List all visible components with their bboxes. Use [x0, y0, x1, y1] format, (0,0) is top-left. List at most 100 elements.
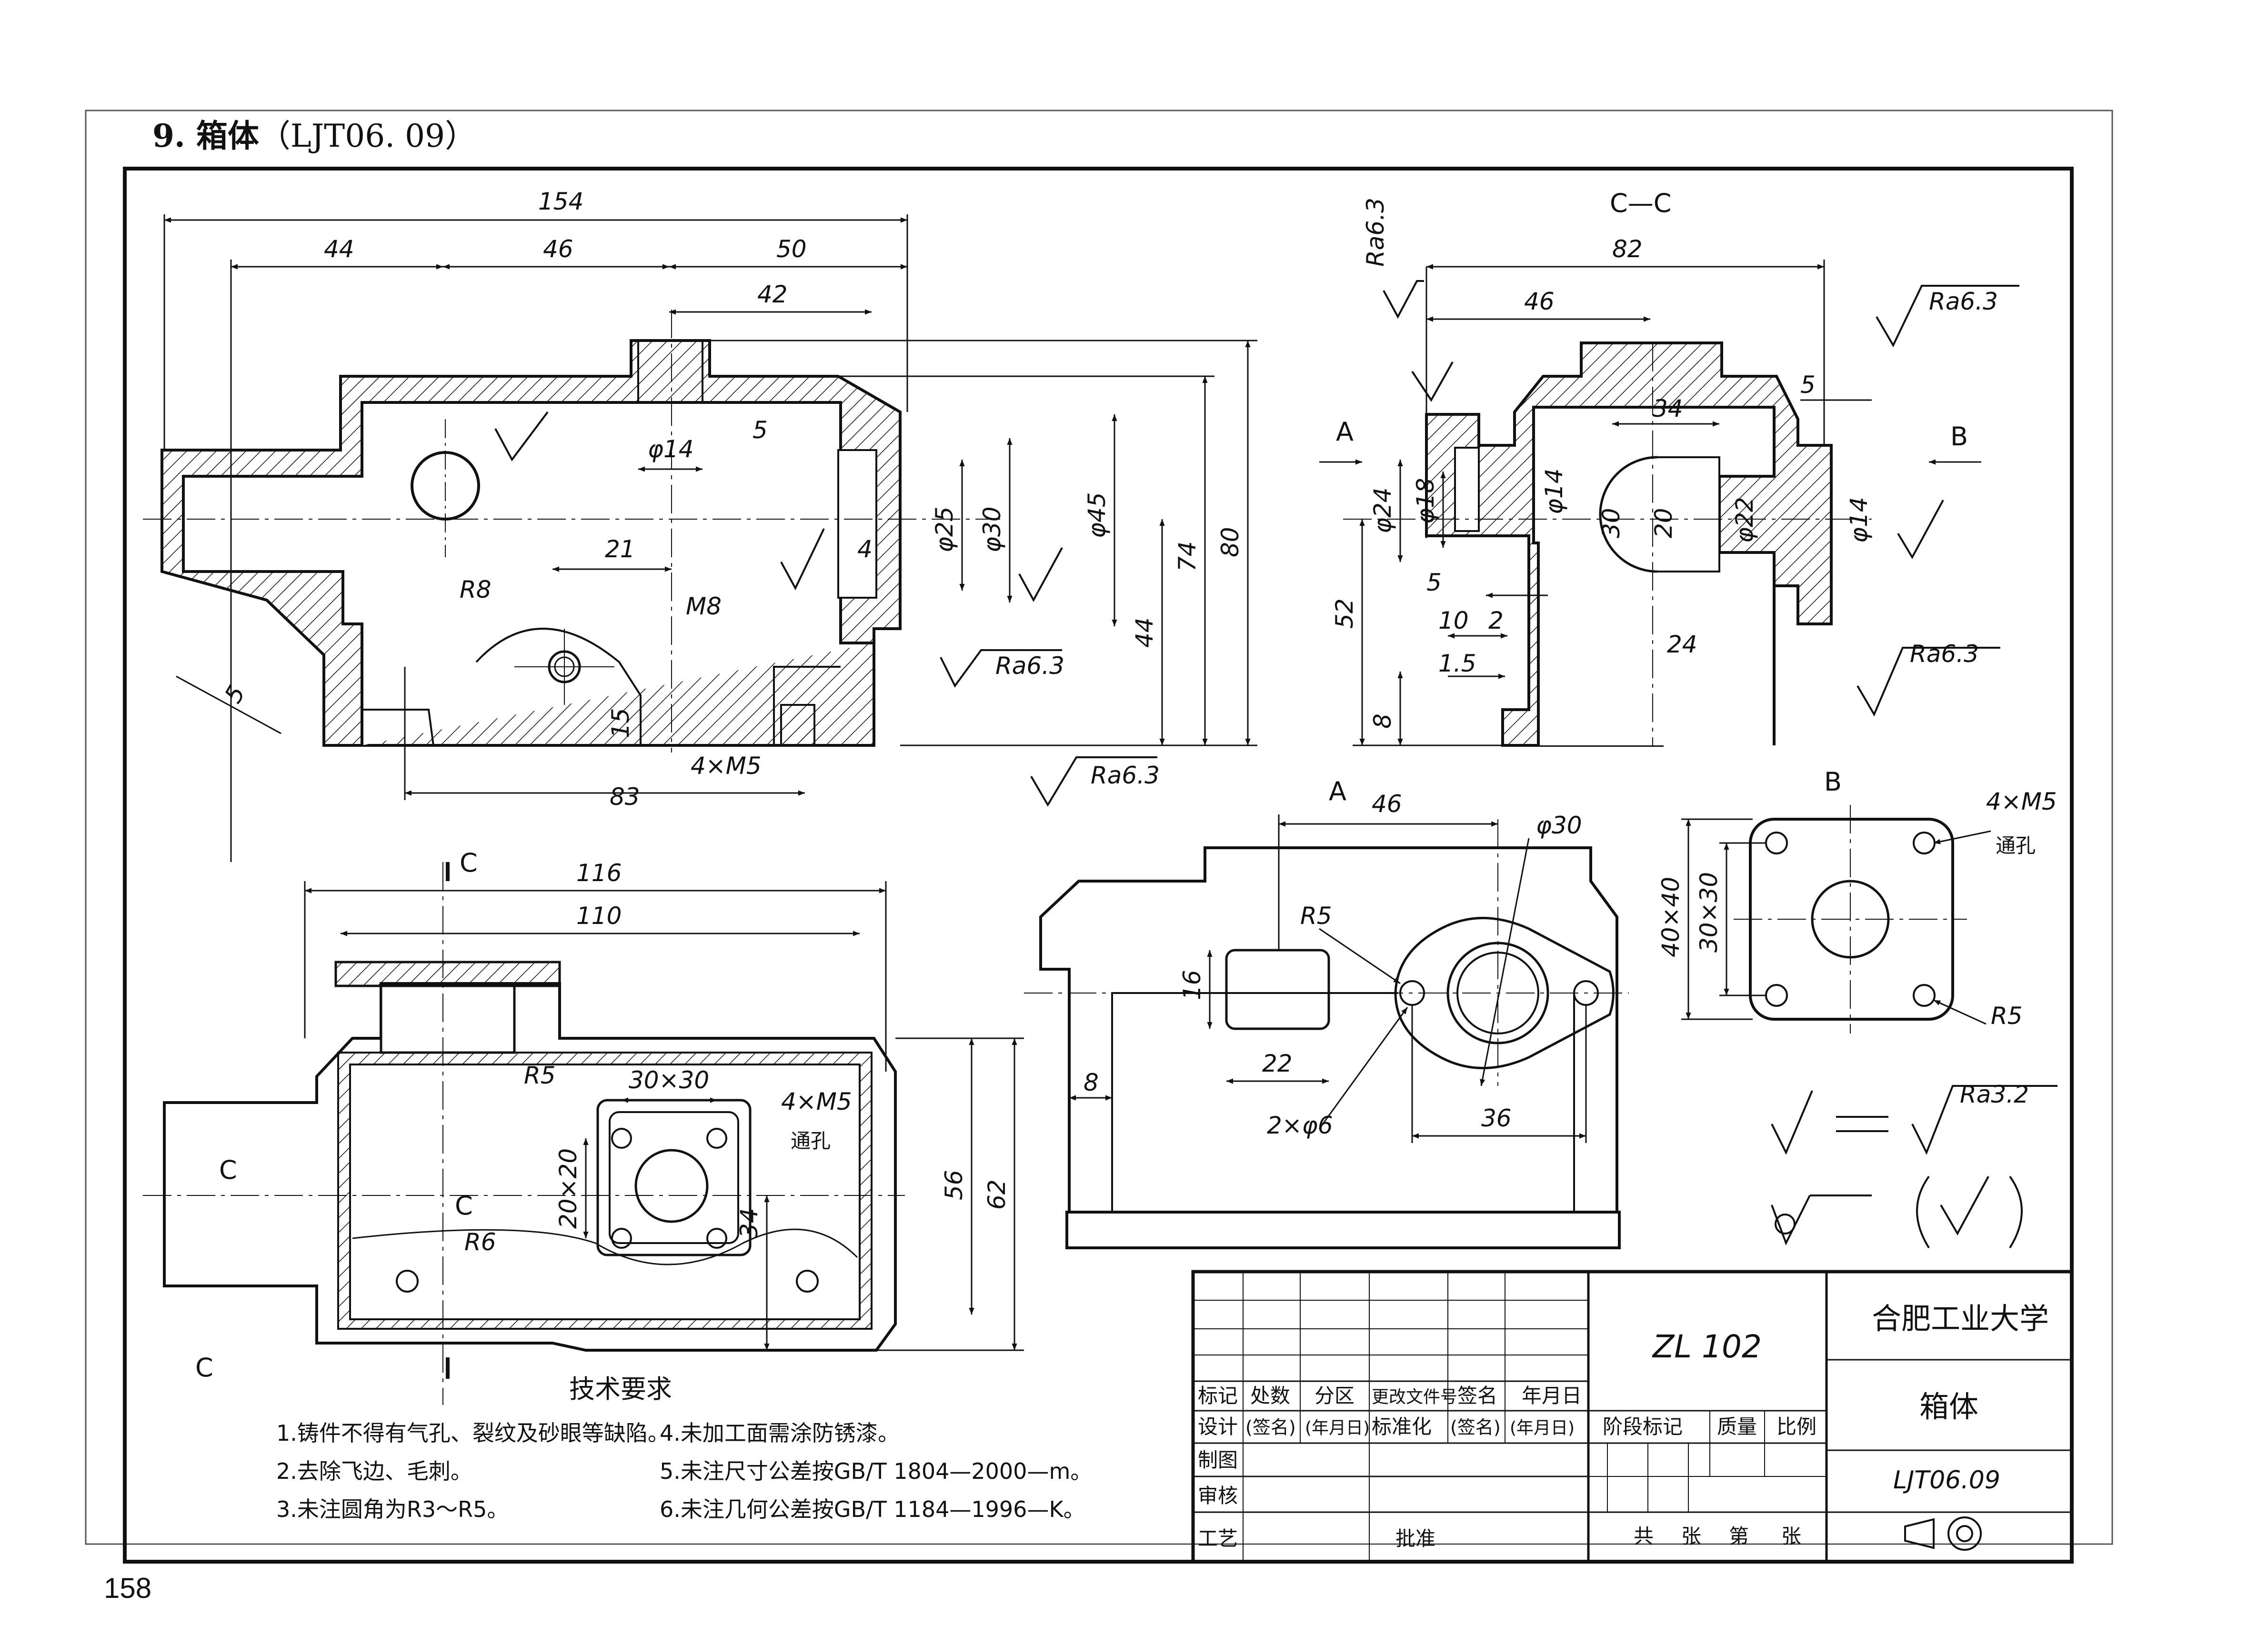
tb-cell: 审核 [1198, 1484, 1238, 1507]
view-a-flange [1394, 917, 1615, 1069]
tb-cell: 质量 [1717, 1415, 1757, 1438]
dimension: 42 [757, 281, 788, 308]
section-label: C [219, 1155, 237, 1185]
dimension: 46 [1524, 288, 1555, 315]
tb-cell: (签名) [1450, 1417, 1501, 1438]
section-label: C [455, 1191, 473, 1221]
dimension: 80 [1216, 527, 1244, 557]
tb-cell: 共 [1634, 1525, 1654, 1548]
dimension: 30×30 [629, 1066, 709, 1094]
dimension: 5 [1800, 371, 1816, 399]
title-block-texts: ZL 102 合肥工业大学 箱体 LJT06.09 标记 处数 分区 更改文件号… [1198, 1301, 2049, 1550]
dimension: 30×30 [1695, 872, 1723, 953]
view-a [1024, 819, 1629, 1249]
section-cc-view [1343, 341, 1872, 747]
tb-cell: 第 [1729, 1525, 1749, 1548]
dimension: 15 [607, 708, 634, 738]
dimension: 2×φ6 [1267, 1112, 1333, 1139]
view-a-dimension-lines [1069, 814, 1587, 1143]
tb-cell: 张 [1781, 1525, 1801, 1548]
roughness-labels: Ra6.3 Ra6.3 Ra6.3 Ra6.3 Ra6.3 Ra3.2 [995, 198, 2029, 1108]
dimension: 116 [576, 859, 622, 887]
top-dimension-texts: 116 110 R5 30×30 4×M5 通孔 20×20 34 56 62 … [195, 848, 1011, 1383]
roughness-symbols [494, 280, 2057, 1249]
dimension: φ14 [648, 435, 694, 463]
section-arrow-label: A [1336, 417, 1354, 447]
dimension: φ22 [1731, 497, 1758, 543]
tb-cell: 设计 [1198, 1415, 1238, 1438]
dimension: 20 [1650, 508, 1677, 538]
tech-heading: 技术要求 [569, 1374, 672, 1404]
dimension: 4×M5 [1986, 788, 2057, 815]
dimension: 110 [576, 902, 622, 930]
dimension: 5 [1426, 569, 1442, 596]
part-name: 箱体 [1919, 1389, 1978, 1424]
drawing-border [123, 167, 2074, 1564]
view-a-outline [1039, 846, 1618, 1214]
tb-cell: 标准化 [1372, 1415, 1432, 1438]
section-label: C—C [1610, 188, 1671, 218]
tech-item: 6.未注几何公差按GB/T 1184—1996—K。 [660, 1496, 1085, 1522]
tech-item: 3.未注圆角为R3～R5。 [276, 1496, 509, 1522]
top-dimension-lines [304, 881, 1024, 1351]
dimension: 50 [776, 235, 807, 263]
dimension: 44 [1131, 617, 1158, 648]
tb-cell: (签名) [1245, 1417, 1296, 1438]
dimension: φ45 [1083, 492, 1111, 538]
dimension: 4×M5 [781, 1088, 852, 1115]
section-label: C [460, 848, 478, 878]
dimension: 4×M5 [691, 752, 762, 780]
dimension: 2 [1488, 607, 1504, 634]
dimension: 4 [857, 535, 873, 563]
dimension: φ14 [1845, 497, 1873, 543]
dimension: 8 [1369, 713, 1396, 729]
dimension: R5 [1991, 1002, 2023, 1030]
dimension: 83 [610, 783, 640, 811]
dimension: R5 [524, 1062, 556, 1089]
dimension: 30 [1597, 508, 1625, 538]
view-a-dimension-texts: A 46 φ30 R5 16 22 8 2×φ6 36 [1084, 776, 1582, 1139]
front-view [143, 310, 1000, 753]
dimension: φ24 [1369, 487, 1396, 533]
technical-requirements: 技术要求 1.铸件不得有气孔、裂纹及砂眼等缺陷。 2.去除飞边、毛刺。 3.未注… [276, 1374, 1092, 1522]
view-b-dimension-lines [1681, 818, 1991, 1025]
dimension: 36 [1481, 1104, 1512, 1132]
dimension: 46 [1372, 790, 1402, 818]
tech-item: 2.去除飞边、毛刺。 [276, 1458, 472, 1484]
dimension: R5 [1300, 902, 1332, 930]
title-code: （LJT06. 09） [259, 118, 477, 154]
dimension: 56 [940, 1170, 968, 1200]
view-label: B [1824, 767, 1842, 797]
dimension: 22 [1262, 1050, 1293, 1077]
title-text: 9. 箱体 [152, 117, 259, 154]
roughness-label: Ra6.3 [1362, 198, 1389, 267]
drawing-number: LJT06.09 [1893, 1466, 2000, 1495]
view-b-dimension-texts: B 4×M5 通孔 40×40 30×30 R5 [1657, 767, 2057, 1030]
material: ZL 102 [1652, 1328, 1762, 1365]
dimension: 通孔 [791, 1129, 831, 1153]
dimension: φ30 [978, 506, 1006, 552]
roughness-label: Ra6.3 [1910, 640, 1979, 668]
top-flange [334, 961, 561, 987]
dimension: 24 [1667, 631, 1697, 658]
dimension: φ25 [931, 506, 958, 552]
dimension: 16 [1178, 970, 1206, 1000]
dimension: 通孔 [1996, 834, 2036, 857]
organization: 合肥工业大学 [1872, 1301, 2049, 1336]
tb-cell: 处数 [1250, 1384, 1290, 1407]
tb-cell: (年月日) [1305, 1418, 1370, 1438]
dimension: 34 [735, 1208, 763, 1238]
dimension: 52 [1331, 598, 1358, 629]
tb-cell: 签名 [1457, 1384, 1497, 1407]
dimension: 154 [538, 188, 583, 215]
roughness-label: Ra6.3 [995, 652, 1064, 680]
tb-cell: 张 [1681, 1525, 1701, 1548]
dimension: 40×40 [1657, 877, 1685, 957]
dimension: 46 [543, 235, 573, 263]
dimension: 20×20 [554, 1148, 582, 1229]
top-view [143, 862, 905, 1405]
dimension: 44 [324, 235, 354, 263]
dimension: R8 [460, 576, 492, 603]
tb-cell: 年月日 [1522, 1384, 1582, 1407]
